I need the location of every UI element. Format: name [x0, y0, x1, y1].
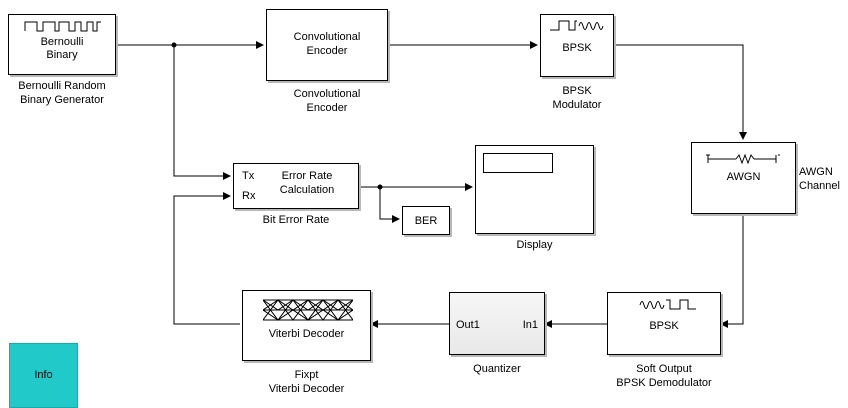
awgn-channel-block[interactable]: AWGN: [691, 142, 796, 214]
bernoulli-label-line2: Binary: [46, 49, 78, 61]
bpsk-modulator-block[interactable]: BPSK: [540, 14, 614, 77]
convolutional-encoder-block[interactable]: Convolutional Encoder: [266, 9, 388, 81]
awgn-caption-line2: Channel: [799, 180, 840, 192]
out1-port-label: Out1: [456, 319, 480, 331]
bernoulli-caption-line1: Bernoulli Random: [18, 80, 106, 92]
rx-port-label: Rx: [242, 190, 256, 202]
bpsk-demod-caption-line1: Soft Output: [636, 363, 692, 375]
bpsk-mod-caption-line1: BPSK: [562, 85, 592, 97]
error-rate-label-line2: Calculation: [279, 184, 335, 196]
bpsk-demodulator-block[interactable]: BPSK: [607, 292, 721, 355]
quantizer-block[interactable]: Out1 In1: [449, 292, 545, 355]
viterbi-caption-line1: Fixpt: [294, 369, 319, 381]
awgn-caption-line1: AWGN: [799, 166, 833, 178]
bpsk-mod-label: BPSK: [562, 42, 592, 54]
error-rate-calculation-block[interactable]: Tx Rx Error Rate Calculation: [233, 163, 359, 209]
bpsk-demod-label: BPSK: [649, 320, 679, 332]
awgn-label: AWGN: [726, 171, 761, 183]
branch-point: [377, 184, 383, 190]
signal-line-branch-to-tx: [173, 45, 231, 180]
display-block[interactable]: [475, 145, 594, 234]
branch-point: [171, 42, 177, 48]
display-readout: [483, 153, 553, 173]
viterbi-caption-line2: Viterbi Decoder: [268, 383, 345, 395]
signal-line-viterbi-to-rx: [173, 192, 240, 325]
bpsk-mod-caption-line2: Modulator: [552, 99, 602, 111]
signal-line-branch-to-ber: [379, 187, 400, 223]
error-rate-label-line1: Error Rate: [281, 170, 333, 182]
tx-port-label: Tx: [242, 170, 255, 182]
info-block[interactable]: Info: [9, 343, 78, 408]
quantizer-caption: Quantizer: [473, 363, 521, 375]
in1-port-label: In1: [522, 319, 538, 331]
ber-block[interactable]: BER: [402, 206, 450, 235]
signal-line-awgn-to-demod: [720, 214, 744, 328]
bernoulli-caption-line2: Binary Generator: [20, 94, 104, 106]
encoder-caption-line2: Encoder: [306, 102, 348, 114]
quantizer-body: [450, 293, 544, 354]
trellis-icon: [263, 299, 353, 321]
encoder-label-line2: Encoder: [306, 45, 348, 57]
error-rate-caption: Bit Error Rate: [262, 214, 330, 226]
bpsk-demod-caption-line2: BPSK Demodulator: [616, 377, 712, 389]
signal-line-bpsk-to-awgn: [614, 44, 747, 140]
encoder-label-line1: Convolutional: [293, 31, 361, 43]
bpsk-waveform-icon: [550, 20, 604, 31]
pulse-train-icon: [24, 21, 101, 32]
info-label: Info: [34, 369, 53, 381]
ber-label: BER: [414, 215, 438, 227]
bernoulli-binary-block[interactable]: Bernoulli Binary: [8, 14, 116, 75]
bernoulli-label-line1: Bernoulli: [40, 36, 84, 48]
encoder-caption-line1: Convolutional: [293, 88, 361, 100]
bpsk-waveform-icon: [639, 299, 696, 310]
viterbi-decoder-block[interactable]: Viterbi Decoder: [242, 290, 371, 361]
display-caption: Display: [516, 239, 553, 251]
viterbi-label: Viterbi Decoder: [268, 328, 345, 340]
awgn-noise-icon: [706, 153, 780, 165]
